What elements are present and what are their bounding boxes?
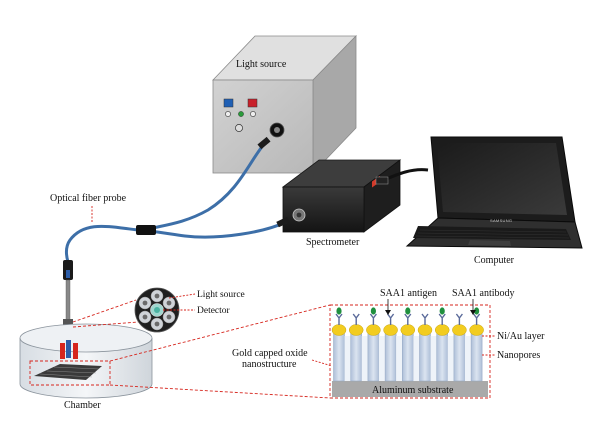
gold-cap: [434, 324, 450, 336]
spectrometer-label: Spectrometer: [306, 237, 360, 248]
gold-cap: [452, 324, 467, 336]
antibody: [455, 313, 463, 325]
antigen: [370, 307, 376, 315]
gold-capped-label-line1: Gold capped oxide: [232, 348, 308, 359]
antigen: [405, 307, 411, 315]
nanopillar: [419, 329, 431, 382]
antibody: [404, 313, 412, 325]
chamber-label: Chamber: [64, 400, 101, 411]
saa1-antibody-label: SAA1 antibody: [452, 288, 515, 299]
antibody: [369, 313, 377, 325]
gold-cap: [348, 324, 364, 336]
antigen: [474, 307, 480, 315]
aluminum-substrate: [332, 381, 488, 397]
gold-cap: [366, 324, 381, 336]
gold-cap: [417, 324, 433, 336]
gold-cap: [469, 324, 484, 336]
antibody: [473, 313, 481, 325]
nanopore: [447, 336, 454, 381]
chamber: Chamber: [19, 323, 153, 411]
gold-cap: [383, 324, 398, 336]
nanopillar: [384, 329, 397, 382]
antigen: [336, 307, 342, 315]
laptop-brand: SAMSUNG: [490, 218, 512, 223]
power-led: [238, 111, 244, 117]
computer-label: Computer: [474, 255, 515, 266]
antibody: [335, 313, 343, 325]
nanopillar: [402, 329, 414, 382]
laptop-usb-cable: [375, 168, 429, 185]
gold-cap: [400, 324, 416, 336]
fiber-splitter: [136, 225, 156, 235]
ni-au-layer-label: Ni/Au layer: [497, 331, 545, 342]
antibody: [421, 313, 429, 325]
fiber-connectors: [63, 136, 290, 280]
nanopillar: [350, 329, 362, 382]
red-button: [247, 98, 258, 108]
probe-detector-label: Detector: [197, 306, 231, 316]
nanopillar: [333, 329, 345, 382]
nanopillar: [470, 329, 483, 382]
nanopores-label: Nanopores: [497, 350, 540, 361]
nanopillar: [436, 329, 448, 382]
gold-cap: [331, 324, 347, 336]
knob-left: [225, 111, 231, 117]
nanostructure-callout-lines: [109, 304, 331, 399]
probe-shaft: [63, 279, 73, 327]
blue-button: [223, 98, 234, 108]
nanopore: [361, 336, 368, 381]
nanopore: [378, 336, 386, 381]
nanopore: [396, 336, 403, 381]
saa1-antigen-label: SAA1 antigen: [380, 288, 437, 299]
probe-cross-section: Light source Detector: [72, 287, 245, 333]
optical-fiber: [64, 141, 288, 264]
nanopore: [413, 336, 420, 381]
aluminum-substrate-label: Aluminum substrate: [372, 385, 454, 396]
dial-knob: [235, 124, 243, 132]
knob-right: [250, 111, 256, 117]
nanopore: [344, 336, 351, 381]
sample-callout-box: [29, 360, 111, 386]
nanostructure-detail: Aluminum substrate: [329, 304, 491, 399]
gold-capped-label-line2: nanostructure: [242, 359, 297, 370]
nanopillar: [367, 329, 380, 382]
nanopillar: [453, 329, 466, 382]
optical-fiber-probe-label-group: Optical fiber probe: [50, 193, 127, 222]
probe-light-source-label: Light source: [197, 290, 245, 300]
light-source-box: Light source: [212, 35, 357, 174]
antibody: [438, 313, 446, 325]
nanopore: [464, 336, 472, 381]
nanostructure-labels: SAA1 antigen SAA1 antibody Ni/Au layer N…: [232, 288, 545, 370]
antigen: [439, 307, 445, 315]
light-source-box-label: Light source: [236, 59, 287, 70]
optical-fiber-probe-label: Optical fiber probe: [50, 193, 127, 204]
nanopore: [430, 336, 437, 381]
spectrometer: Spectrometer: [281, 159, 402, 248]
laptop-computer: SAMSUNG Computer: [405, 136, 583, 266]
antibody: [352, 313, 360, 325]
nanopillars: [331, 307, 484, 382]
